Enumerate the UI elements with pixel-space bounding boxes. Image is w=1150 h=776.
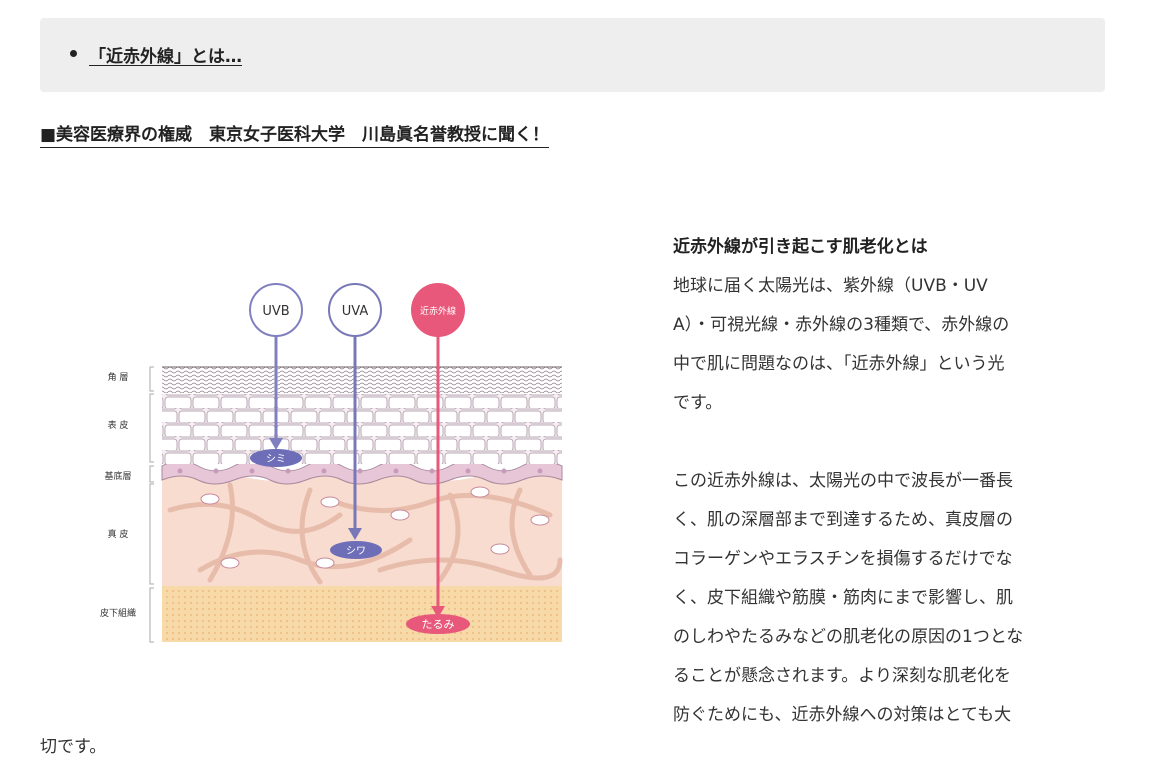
layer-label-dermis: 真 皮 [108, 528, 129, 540]
effect-label-spots: シミ [266, 454, 286, 465]
skin-diagram: 角 層 表 皮 基底層 真 皮 皮下組織 [80, 270, 580, 650]
text-line: く、皮下組織や筋膜・筋肉にまで影響し、肌 [673, 588, 1013, 608]
text-line: 地球に届く太陽光は、紫外線（UVB・UV [673, 276, 988, 296]
text-line: のしわやたるみなどの肌老化の原因の1つとな [673, 627, 1024, 647]
effect-label-sagging: たるみ [422, 618, 455, 631]
layer-labels: 角 層 表 皮 基底層 真 皮 皮下組織 [100, 371, 136, 619]
toc-box [40, 18, 1105, 92]
text-line: 中で肌に問題なのは、「近赤外線」という光 [673, 354, 1005, 374]
text-line: ることが懸念されます。より深刻な肌老化を [673, 666, 1011, 686]
layer-label-horny: 角 層 [108, 371, 129, 383]
text-line: 防ぐためにも、近赤外線への対策はとても大 [673, 705, 1012, 725]
layer-label-subcutis: 皮下組織 [100, 607, 136, 619]
ray-label-uva: UVA [342, 304, 369, 319]
ray-label-nir: 近赤外線 [420, 305, 456, 317]
text-line: コラーゲンやエラスチンを損傷するだけでな [673, 549, 1013, 569]
paragraph-tail: 切です。 [40, 737, 107, 757]
toc-link-near-infrared[interactable]: 「近赤外線」とは… [89, 47, 242, 67]
text-line: A）・可視光線・赤外線の3種類で、赤外線の [673, 315, 1010, 335]
ray-label-uvb: UVB [262, 304, 289, 319]
paragraph-1: 地球に届く太陽光は、紫外線（UVB・UV A）・可視光線・赤外線の3種類で、赤外… [673, 267, 1113, 423]
bullet-icon [70, 50, 77, 57]
article-heading: 近赤外線が引き起こす肌老化とは [673, 237, 928, 257]
section-heading: ■美容医療界の権威 東京女子医科大学 川島眞名誉教授に聞く！ [40, 120, 550, 148]
paragraph-2: この近赤外線は、太陽光の中で波長が一番長 く、肌の深層部まで到達するため、真皮層… [673, 462, 1113, 735]
text-line: この近赤外線は、太陽光の中で波長が一番長 [673, 471, 1013, 491]
layer-label-epidermis: 表 皮 [108, 419, 129, 431]
text-line: です。 [673, 393, 723, 413]
text-line: く、肌の深層部まで到達するため、真皮層の [673, 510, 1013, 530]
layer-label-basal: 基底層 [104, 470, 131, 482]
article-text: 近赤外線が引き起こす肌老化とは 地球に届く太陽光は、紫外線（UVB・UV A）・… [673, 228, 1113, 735]
effect-label-wrinkles: シワ [346, 546, 366, 557]
